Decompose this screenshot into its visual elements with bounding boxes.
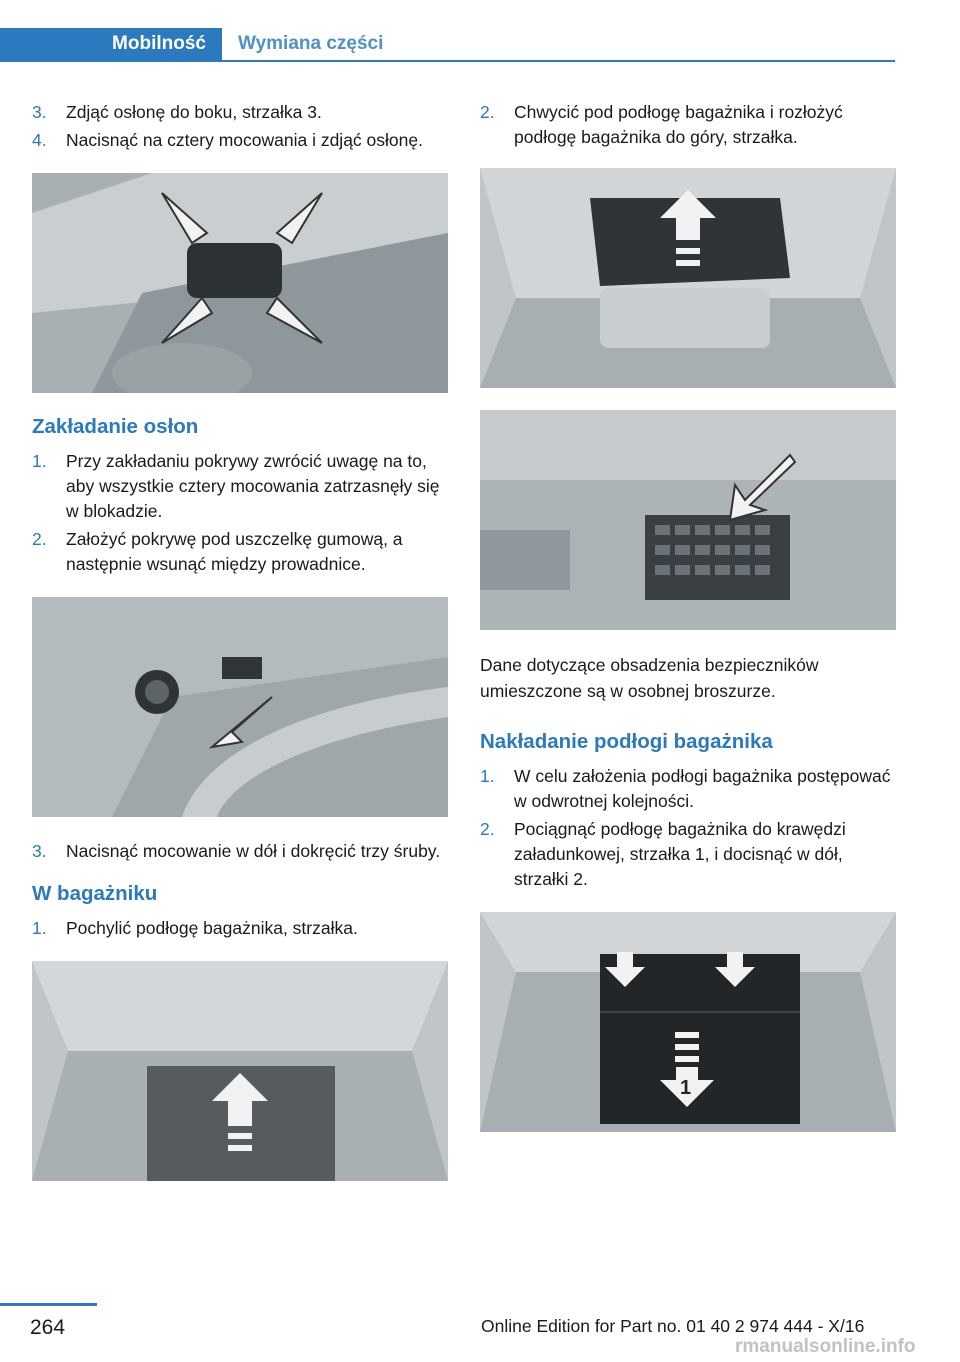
step-number: 2. [480, 819, 495, 839]
footer-divider [0, 1303, 97, 1306]
step-text: Pociągnąć podłogę bagażnika do krawędzi … [514, 819, 846, 889]
steps-list: 1. Przy zakładaniu pokrywy zwrócić uwagę … [32, 449, 448, 577]
left-column: 3. Zdjąć osłonę do boku, strzałka 3. 4. Na… [32, 100, 448, 1203]
list-item: 2. Pociągnąć podłogę bagażnika do krawędz… [480, 817, 896, 892]
photo-cover-fasteners [32, 173, 448, 393]
list-item: 1. W celu założenia podłogi bagażnika pos… [480, 764, 896, 814]
step-text: Nacisnąć na cztery mocowania i zdjąć osł… [66, 130, 423, 150]
header-tabbar: Mobilność Wymiana części [0, 28, 895, 62]
arrow-label-2-right: 2 [748, 980, 760, 1005]
section-heading-nakladanie: Nakładanie podłogi bagażnika [480, 730, 773, 753]
step-number: 3. [32, 841, 47, 861]
edition-info: Online Edition for Part no. 01 40 2 974 … [481, 1316, 865, 1336]
list-item: 1. Pochylić podłogę bagażnika, strzałka. [32, 916, 448, 941]
step-number: 1. [32, 451, 47, 471]
photo-fuse-box [480, 410, 896, 630]
list-item: 1. Przy zakładaniu pokrywy zwrócić uwagę … [32, 449, 448, 524]
step-text: Zdjąć osłonę do boku, strzałka 3. [66, 102, 322, 122]
photo-trunk-floor-tilt [32, 961, 448, 1181]
right-column: 2. Chwycić pod podłogę bagażnika i rozłoż… [480, 100, 896, 1154]
step-number: 2. [480, 102, 495, 122]
list-item: 2. Założyć pokrywę pod uszczelkę gumową, … [32, 527, 448, 577]
photo-trunk-floor-raised [480, 168, 896, 388]
page-number: 264 [30, 1316, 66, 1339]
arrow-label-2-left: 2 [638, 980, 650, 1005]
step-text: W celu założenia podłogi bagażnika postę… [514, 766, 891, 811]
tab-wymiana-czesci[interactable]: Wymiana części [238, 33, 384, 54]
steps-list: 3. Zdjąć osłonę do boku, strzałka 3. 4. Na… [32, 100, 448, 153]
photo-trunk-floor-install: 2 2 1 [480, 912, 896, 1132]
list-item: 2. Chwycić pod podłogę bagażnika i rozłoż… [480, 100, 896, 150]
arrow-label-1: 1 [680, 1077, 691, 1099]
list-item: 4. Nacisnąć na cztery mocowania i zdjąć o… [32, 128, 448, 153]
step-text: Chwycić pod podłogę bagażnika i rozłożyć… [514, 102, 843, 147]
section-heading-bagaznik: W bagażniku [32, 882, 158, 905]
fuse-info-text: Dane dotyczące obsadzenia bezpieczników … [480, 655, 819, 701]
step-number: 2. [32, 529, 47, 549]
step-text: Założyć pokrywę pod uszczelkę gumową, a … [66, 529, 403, 574]
tab-mobilnosc[interactable]: Mobilność [0, 28, 222, 60]
step-text: Pochylić podłogę bagażnika, strzałka. [66, 918, 358, 938]
step-text: Przy zakładaniu pokrywy zwrócić uwagę na… [66, 451, 440, 521]
steps-list: 1. Pochylić podłogę bagażnika, strzałka. [32, 916, 448, 941]
step-text: Nacisnąć mocowanie w dół i dokręcić trzy… [66, 841, 441, 861]
list-item: 3. Zdjąć osłonę do boku, strzałka 3. [32, 100, 448, 125]
step-number: 1. [480, 766, 495, 786]
step-number: 1. [32, 918, 47, 938]
list-item: 3. Nacisnąć mocowanie w dół i dokręcić tr… [32, 839, 448, 864]
steps-list: 2. Chwycić pod podłogę bagażnika i rozłoż… [480, 100, 896, 150]
step-number: 4. [32, 130, 47, 150]
header-divider [0, 60, 895, 62]
watermark: rmanualsonline.info [735, 1336, 916, 1357]
steps-list: 1. W celu założenia podłogi bagażnika pos… [480, 764, 896, 892]
steps-list: 3. Nacisnąć mocowanie w dół i dokręcić tr… [32, 839, 448, 864]
step-number: 3. [32, 102, 47, 122]
photo-guide-rail [32, 597, 448, 817]
section-heading-zakladanie: Zakładanie osłon [32, 415, 199, 438]
